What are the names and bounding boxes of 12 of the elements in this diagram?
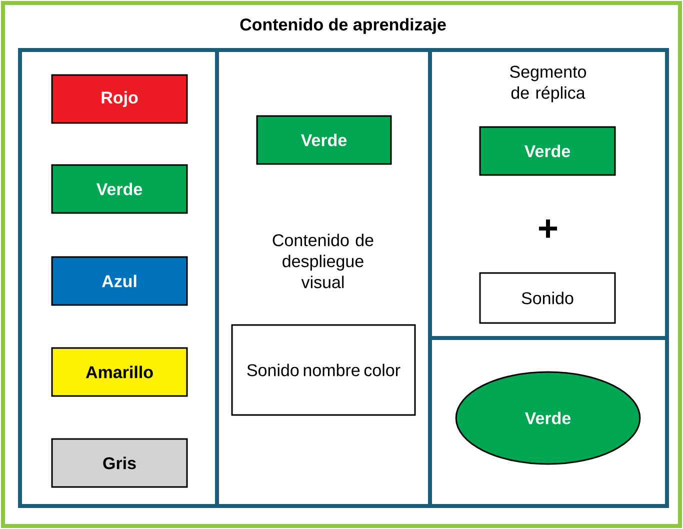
title: Contenido de aprendizaje: [236, 15, 450, 37]
text-box: Sonido nombre color: [231, 324, 416, 416]
panel-cell: [428, 336, 669, 508]
color-box: Verde: [479, 126, 616, 176]
text-box: Sonido: [479, 272, 616, 324]
color-box: Rojo: [51, 74, 188, 124]
color-box: Azul: [51, 256, 188, 306]
color-box: Gris: [51, 438, 188, 488]
color-box: Verde: [256, 115, 392, 165]
color-box: Verde: [51, 164, 188, 214]
plus-sign: +: [539, 219, 558, 238]
color-box: Amarillo: [51, 347, 188, 397]
